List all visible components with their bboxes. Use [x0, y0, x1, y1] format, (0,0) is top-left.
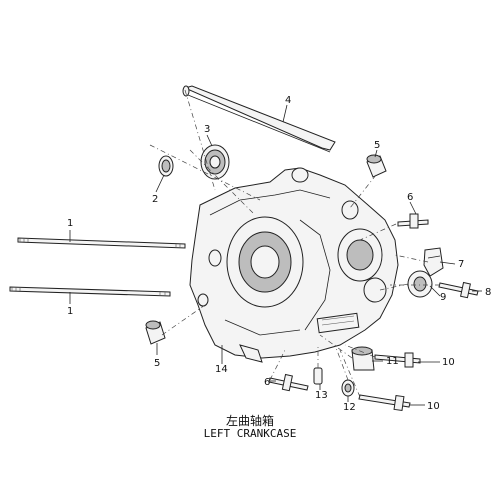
callout-13: 13	[315, 390, 328, 401]
part-5-dowel-top	[366, 154, 387, 178]
part-11-bushing	[351, 346, 375, 371]
leader-lines	[69, 104, 482, 406]
callout-10-upper: 10	[442, 357, 455, 368]
part-8-bolt	[438, 281, 479, 299]
callout-6-lower: 6	[264, 377, 270, 388]
callout-2: 2	[152, 194, 158, 205]
assembly-center-lines	[149, 89, 440, 398]
caption-chinese: 左曲轴箱	[225, 414, 274, 428]
part-6-bolt-upper	[397, 213, 429, 229]
part-12-nut	[341, 379, 355, 397]
part-13-pin	[313, 367, 323, 385]
left-crankcase-body	[189, 167, 399, 363]
callout-6-upper: 6	[407, 192, 413, 203]
callout-12: 12	[343, 402, 356, 413]
callout-11: 11	[386, 356, 399, 367]
callout-9: 9	[440, 292, 446, 303]
callout-3: 3	[204, 124, 210, 135]
part-10-bolts	[358, 352, 421, 412]
callout-7: 7	[458, 259, 464, 270]
part-5-dowel-bottom	[145, 320, 166, 345]
callout-labels: 1 1 2 3 4 5 5 6 6 7 8 9 10 10 11 12 13 1…	[67, 95, 491, 413]
part-2-oil-seal	[158, 155, 174, 177]
callout-10-lower: 10	[427, 401, 440, 412]
callout-14: 14	[215, 364, 228, 375]
caption-english: LEFT CRANKCASE	[203, 427, 297, 440]
callout-1-lower: 1	[67, 306, 73, 317]
part-6-bolt-lower	[268, 373, 309, 392]
part-4-breather-pipe	[182, 85, 336, 153]
part-3-bearing	[200, 144, 230, 180]
part-9-seal	[407, 270, 433, 298]
part-7-clamp	[423, 247, 444, 277]
callout-5-lower: 5	[154, 358, 160, 369]
part-1-stud-bolts	[9, 237, 186, 297]
callout-5-upper: 5	[374, 140, 380, 151]
callout-8: 8	[485, 287, 491, 298]
callout-1-upper: 1	[67, 218, 73, 229]
callout-4: 4	[285, 95, 291, 106]
